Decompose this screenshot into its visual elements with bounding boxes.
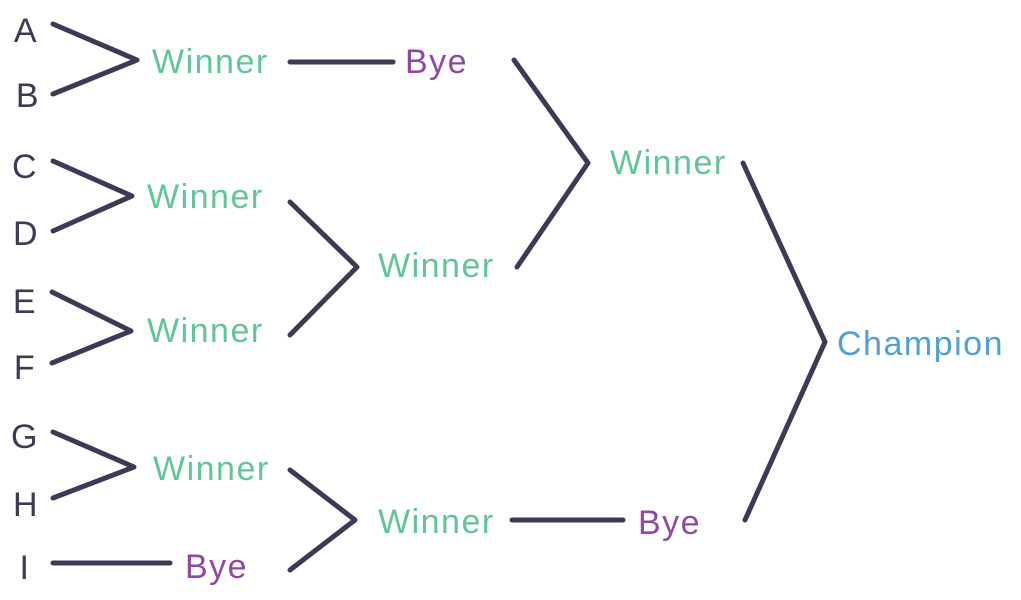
participant-c: C: [11, 148, 39, 186]
connector-winner-gh-and-bye-to-winner: [287, 467, 358, 573]
connector-ab-to-winner: [50, 21, 140, 97]
connector-ef-to-winner: [49, 289, 134, 366]
match-result-winner-ab: Winner: [152, 43, 269, 81]
match-result-semifinal-winner: Winner: [610, 144, 727, 182]
connector-winners-cd-ef-to-winner: [287, 199, 360, 338]
connector-bye-and-winner-to-semifinal: [511, 57, 591, 270]
match-result-winner-gh: Winner: [153, 450, 270, 488]
match-result-winner-ef: Winner: [147, 312, 264, 350]
champion-label: Champion: [837, 325, 1004, 363]
participant-a: A: [13, 12, 39, 50]
participant-f: F: [13, 349, 37, 387]
bye-result-i: Bye: [185, 548, 249, 586]
participant-g: G: [11, 418, 39, 456]
bye-result-winner-ab: Bye: [405, 43, 469, 81]
bye-result-winner-ghi: Bye: [638, 504, 702, 542]
match-result-winner-ghi: Winner: [378, 503, 495, 541]
participant-b: B: [15, 77, 41, 115]
participant-i: I: [19, 549, 31, 587]
participant-e: E: [12, 283, 38, 321]
connector-finalists-to-champion: [740, 160, 828, 523]
participant-d: D: [12, 215, 40, 253]
match-result-winner-cd: Winner: [147, 178, 264, 216]
participant-h: H: [12, 486, 40, 524]
match-result-winner-cdef: Winner: [378, 247, 495, 285]
connector-gh-to-winner: [50, 429, 137, 501]
connector-cd-to-winner: [50, 158, 135, 234]
